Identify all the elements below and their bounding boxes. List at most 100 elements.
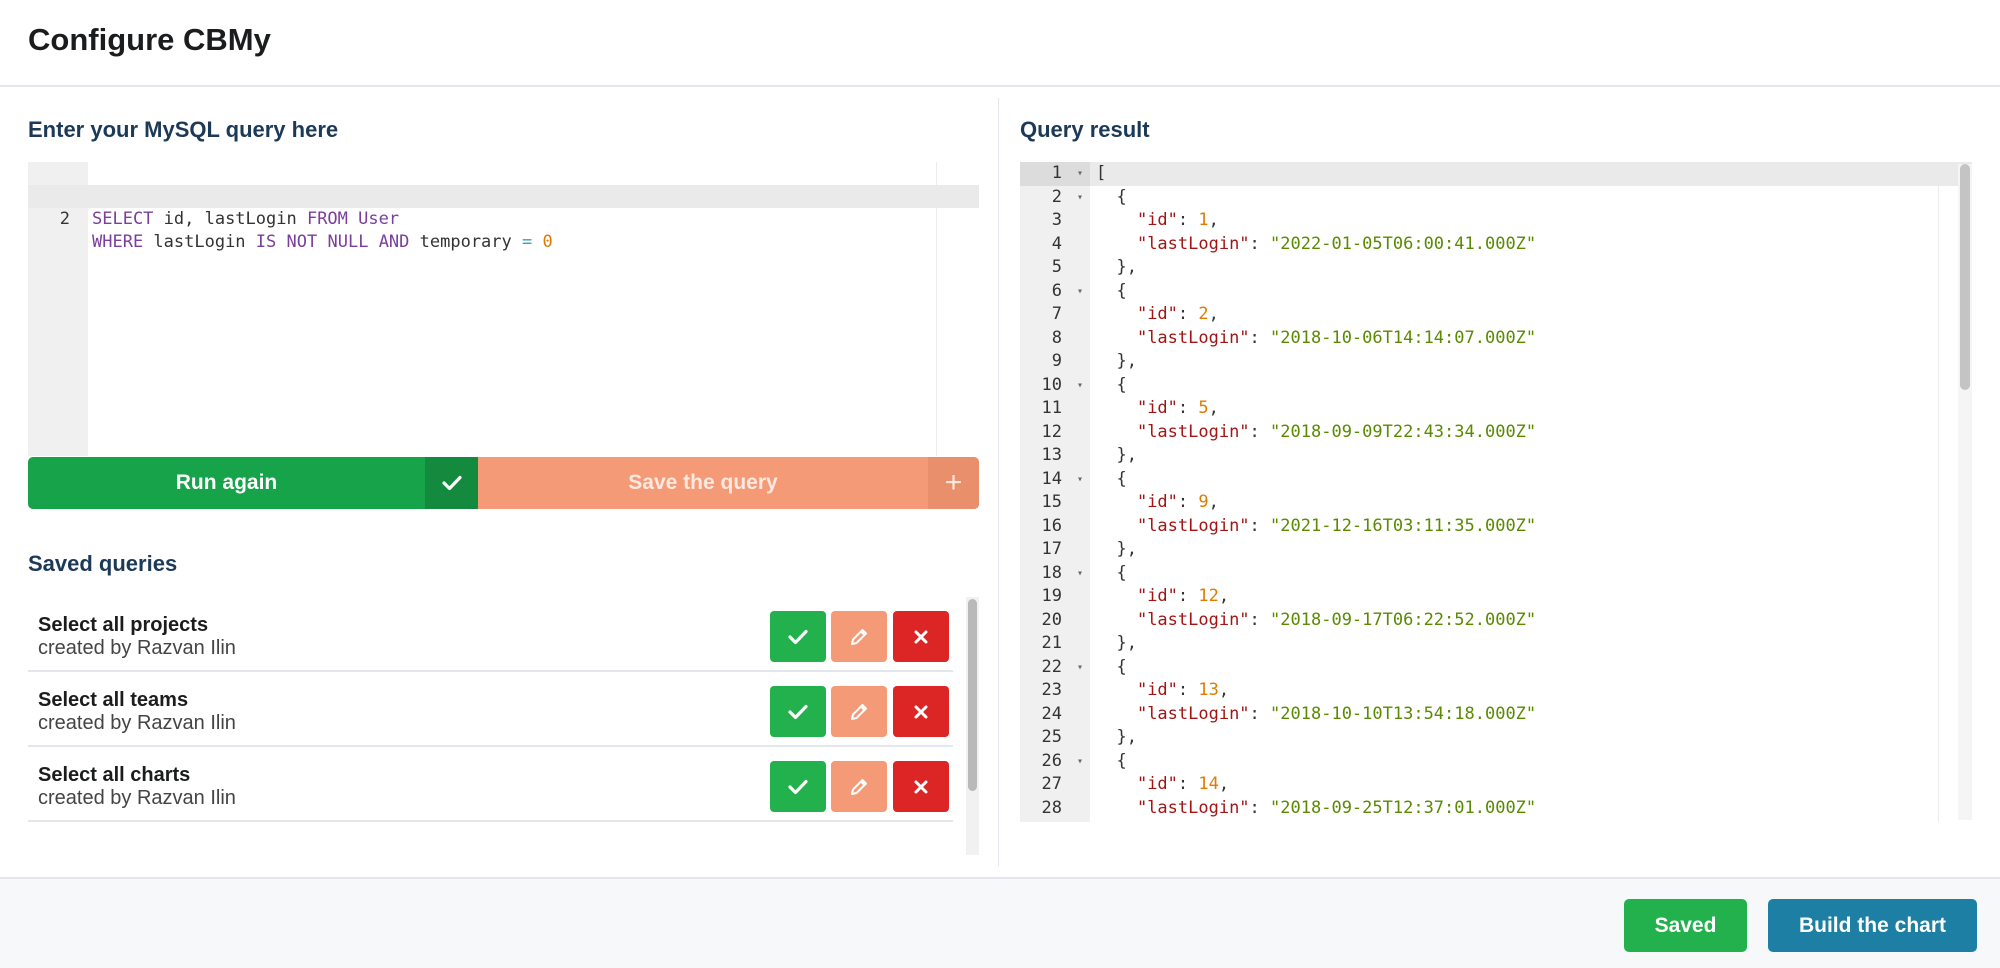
json-code: "id": 12, <box>1136 586 1230 606</box>
record-lastlogin-value: 2018-09-25T12:37:01.000Z <box>1280 797 1526 818</box>
json-line[interactable]: 5 }, <box>1020 256 1972 280</box>
json-line[interactable]: 10▾ { <box>1020 374 1972 398</box>
json-code: "lastLogin": "2018-09-17T06:22:52.000Z" <box>1136 609 1537 630</box>
saved-queries-scrollbar[interactable] <box>966 597 979 855</box>
json-line[interactable]: 18▾ { <box>1020 562 1972 586</box>
saved-button[interactable]: Saved <box>1624 899 1747 952</box>
line-number: 24 <box>1041 703 1062 724</box>
fold-toggle-icon[interactable]: ▾ <box>1077 285 1084 297</box>
check-icon <box>788 629 808 644</box>
json-line[interactable]: 27 "id": 14, <box>1020 773 1972 797</box>
json-line[interactable]: 16 "lastLogin": "2021-12-16T03:11:35.000… <box>1020 515 1972 539</box>
close-icon <box>914 705 928 718</box>
fold-toggle-icon[interactable]: ▾ <box>1077 191 1084 203</box>
sql-code: WHERE lastLogin IS NOT NULL AND temporar… <box>92 232 553 252</box>
json-line[interactable]: 25 }, <box>1020 726 1972 750</box>
edit-query-button[interactable] <box>831 761 887 812</box>
json-code: "lastLogin": "2018-09-25T12:37:01.000Z" <box>1136 797 1537 818</box>
fold-toggle-icon[interactable]: ▾ <box>1077 473 1084 485</box>
check-icon <box>788 704 808 719</box>
json-line[interactable]: 23 "id": 13, <box>1020 679 1972 703</box>
json-line[interactable]: 9 }, <box>1020 350 1972 374</box>
line-number: 5 <box>1051 257 1062 277</box>
fold-toggle-icon[interactable]: ▾ <box>1077 168 1084 179</box>
record-id-value: 5 <box>1198 398 1209 418</box>
build-chart-button[interactable]: Build the chart <box>1768 899 1977 952</box>
run-again-button[interactable]: Run again <box>28 457 478 509</box>
json-code: { <box>1096 750 1127 771</box>
scrollbar-thumb[interactable] <box>968 599 977 791</box>
sql-editor[interactable]: 1 SELECT id, lastLogin FROM User 2 WHERE… <box>28 162 979 456</box>
json-line[interactable]: 6▾ { <box>1020 280 1972 304</box>
sql-line-active[interactable]: 2 WHERE lastLogin IS NOT NULL AND tempor… <box>28 185 979 252</box>
page-title: Configure CBMy <box>28 22 271 57</box>
query-panel: Enter your MySQL query here 1 SELECT id,… <box>28 87 979 877</box>
save-query-button[interactable]: Save the query + <box>478 457 979 509</box>
json-line[interactable]: 24 "lastLogin": "2018-10-10T13:54:18.000… <box>1020 703 1972 727</box>
saved-queries-list[interactable]: Select all projects created by Razvan Il… <box>28 597 979 855</box>
json-line[interactable]: 17 }, <box>1020 538 1972 562</box>
json-line[interactable]: 13 }, <box>1020 444 1972 468</box>
delete-query-button[interactable] <box>893 761 949 812</box>
pencil-icon <box>851 628 867 645</box>
sql-line[interactable]: 1 SELECT id, lastLogin FROM User <box>28 162 979 229</box>
delete-query-button[interactable] <box>893 611 949 662</box>
scrollbar-thumb[interactable] <box>1960 164 1970 390</box>
json-line[interactable]: 3 "id": 1, <box>1020 209 1972 233</box>
saved-query-author: created by Razvan Ilin <box>38 787 236 809</box>
json-line[interactable]: 28 "lastLogin": "2018-09-25T12:37:01.000… <box>1020 797 1972 821</box>
json-code: "lastLogin": "2018-10-10T13:54:18.000Z" <box>1136 703 1537 724</box>
json-line[interactable]: 22▾ { <box>1020 656 1972 680</box>
delete-query-button[interactable] <box>893 686 949 737</box>
json-code: { <box>1096 468 1127 489</box>
use-query-button[interactable] <box>770 761 826 812</box>
saved-query-author: created by Razvan Ilin <box>38 637 236 659</box>
json-line[interactable]: 12 "lastLogin": "2018-09-09T22:43:34.000… <box>1020 421 1972 445</box>
check-icon <box>788 779 808 794</box>
json-line[interactable]: 11 "id": 5, <box>1020 397 1972 421</box>
record-id-value: 14 <box>1198 774 1219 794</box>
json-line[interactable]: 20 "lastLogin": "2018-09-17T06:22:52.000… <box>1020 609 1972 633</box>
edit-query-button[interactable] <box>831 686 887 737</box>
record-id-value: 12 <box>1198 586 1219 606</box>
line-number: 11 <box>1041 398 1062 418</box>
json-code: }, <box>1096 445 1137 465</box>
use-query-button[interactable] <box>770 611 826 662</box>
query-actions: Run again Save the query + <box>28 457 979 509</box>
use-query-button[interactable] <box>770 686 826 737</box>
fold-toggle-icon[interactable]: ▾ <box>1077 661 1084 673</box>
json-line[interactable]: 1▾[ <box>1020 162 1972 186</box>
line-number: 23 <box>1041 680 1062 700</box>
line-number: 2 <box>1051 186 1062 207</box>
record-lastlogin-value: 2018-09-09T22:43:34.000Z <box>1280 421 1526 442</box>
fold-toggle-icon[interactable]: ▾ <box>1077 755 1084 767</box>
json-line[interactable]: 8 "lastLogin": "2018-10-06T14:14:07.000Z… <box>1020 327 1972 351</box>
record-lastlogin-value: 2022-01-05T06:00:41.000Z <box>1280 233 1526 254</box>
query-panel-title: Enter your MySQL query here <box>28 117 339 142</box>
json-line[interactable]: 19 "id": 12, <box>1020 585 1972 609</box>
json-line[interactable]: 2▾ { <box>1020 186 1972 210</box>
fold-toggle-icon[interactable]: ▾ <box>1077 379 1084 391</box>
page-header: Configure CBMy <box>0 0 2000 87</box>
line-number: 1 <box>1020 162 1090 186</box>
json-code: }, <box>1096 351 1137 371</box>
json-line[interactable]: 7 "id": 2, <box>1020 303 1972 327</box>
json-line[interactable]: 21 }, <box>1020 632 1972 656</box>
result-scrollbar[interactable] <box>1958 164 1972 820</box>
sql-code: SELECT id, lastLogin FROM User <box>92 209 400 229</box>
edit-query-button[interactable] <box>831 611 887 662</box>
result-gutter <box>1020 162 1090 822</box>
record-id-value: 13 <box>1198 680 1219 700</box>
plus-icon: + <box>928 457 979 509</box>
json-line[interactable]: 4 "lastLogin": "2022-01-05T06:00:41.000Z… <box>1020 233 1972 257</box>
line-number: 13 <box>1041 445 1062 465</box>
line-number: 8 <box>1051 327 1062 348</box>
line-number: 17 <box>1041 539 1062 559</box>
json-line[interactable]: 26▾ { <box>1020 750 1972 774</box>
json-line[interactable]: 14▾ { <box>1020 468 1972 492</box>
json-line[interactable]: 15 "id": 9, <box>1020 491 1972 515</box>
line-number: 18 <box>1041 562 1062 583</box>
json-result-viewer[interactable]: 1▾[2 ▾ {3 "id": 1,4 "lastLogin": "2022-01… <box>1020 162 1972 822</box>
fold-toggle-icon[interactable]: ▾ <box>1077 567 1084 579</box>
line-number: 22 <box>1041 656 1062 677</box>
